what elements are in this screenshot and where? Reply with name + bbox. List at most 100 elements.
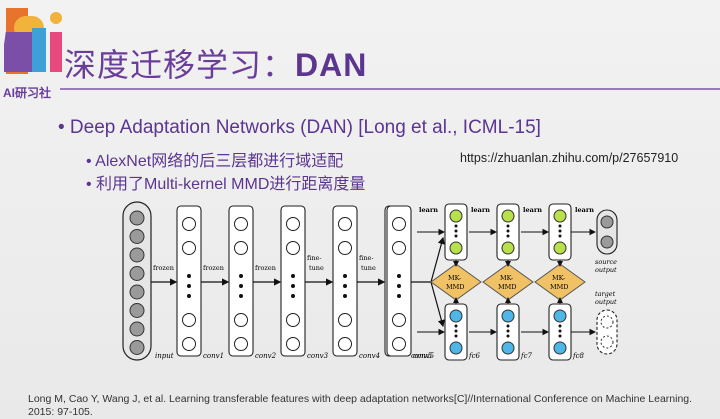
fc-source-dot [506,229,510,233]
conv-dot [187,294,191,298]
fc-target-dot [558,329,562,333]
edge-label: frozen [203,264,224,272]
fc-source-dot [506,224,510,228]
input-neuron [129,210,145,226]
layer-label-conv1: conv1 [203,352,224,360]
input-neuron [129,321,145,337]
conv-neuron [286,313,300,327]
mmd-label: MMD [550,283,569,291]
conv-neuron [286,337,300,351]
mk-label: MK- [552,274,565,282]
layer-label-conv4: conv4 [359,352,380,360]
learn-label: learn [471,206,490,214]
fc-source-dot [558,224,562,228]
fork-arrow-target [430,281,445,328]
mk-label: MK- [448,274,461,282]
source-url[interactable]: https://zhuanlan.zhihu.com/p/27657910 [460,151,679,165]
layer-label-conv2: conv2 [255,352,277,360]
edge-label: frozen [153,264,174,272]
conv-neuron [234,241,248,255]
source-output-neuron [600,215,614,229]
target-output-label-2: output [595,298,617,306]
conv-dot [343,294,347,298]
learn-label: learn [575,206,594,214]
conv-neuron [182,337,196,351]
conv5-dot [397,274,401,278]
fork-arrow-source [411,236,445,283]
learn-label: learn [419,206,438,214]
conv5-dot [397,284,401,288]
learn-label: learn [523,206,542,214]
input-neuron [129,340,145,355]
fc-target-neuron [449,341,463,355]
fc-target-dot [558,324,562,328]
fc-source-neuron [553,209,567,223]
edge-label-2: tune [309,264,324,272]
conv5-dot [397,294,401,298]
logo-text: AI研习社 [3,86,52,100]
fc-source-dot [558,229,562,233]
conv-neuron [338,241,352,255]
fc-target-neuron [449,309,463,323]
fc-target-neuron [501,309,515,323]
fc-target-dot [506,334,510,338]
fc-source-neuron [553,241,567,255]
conv-dot [187,284,191,288]
edge-label-2: tune [361,264,376,272]
source-output-label-2: output [595,266,617,274]
conv-neuron [234,337,248,351]
source-output-label: source [595,258,617,266]
conv-neuron [286,217,300,231]
conv-neuron [182,217,196,231]
mk-mmd-diamond [482,263,534,301]
conv-neuron [182,313,196,327]
conv-neuron [286,241,300,255]
fc-source-neuron [501,209,515,223]
fc-source-dot [454,224,458,228]
fc-source-neuron [501,241,515,255]
citation: Long M, Cao Y, Wang J, et al. Learning t… [28,393,693,418]
fc-source-dot [454,229,458,233]
mk-label: MK- [500,274,513,282]
conv-neuron [182,241,196,255]
layer-label-conv5: conv5 [413,352,435,360]
fc-target-neuron [501,341,515,355]
conv-dot [291,294,295,298]
fc-source-dot [454,234,458,238]
title-divider [60,88,720,90]
conv-dot [291,284,295,288]
edge-label: fine- [307,254,322,262]
layer-label-fc8: fc8 [572,352,585,360]
title-prefix: 深度迁移学习： [64,47,296,83]
conv5-neuron [392,337,406,351]
conv-dot [239,294,243,298]
conv5-neuron [392,241,406,255]
mk-mmd-diamond [430,263,482,301]
ai-yanxishe-logo [4,8,62,74]
input-neuron [129,229,145,244]
layer-label-conv5: conv5 [411,352,433,360]
fc-target-dot [506,324,510,328]
dan-architecture-diagram: input conv1 conv2 conv3 conv4 conv5 frozen froz… [122,201,618,361]
conv-neuron [338,313,352,327]
target-output-neuron [600,335,614,349]
layer-label-conv3: conv3 [307,352,329,360]
page-title: 深度迁移学习：DAN [64,40,367,86]
fc-source-dot [506,234,510,238]
conv-dot [239,284,243,288]
fc-target-neuron [553,309,567,323]
fc-target-dot [506,329,510,333]
conv-dot [239,274,243,278]
conv5-neuron [392,217,406,231]
conv-dot [343,284,347,288]
edge-label: frozen [255,264,276,272]
fc-target-dot [558,334,562,338]
target-output-neuron [600,315,614,329]
conv-neuron [234,313,248,327]
layer-label-input: input [155,352,174,360]
title-emphasis: DAN [295,47,368,83]
source-output-neuron [600,235,614,249]
conv-neuron [338,217,352,231]
mmd-label: MMD [498,283,517,291]
